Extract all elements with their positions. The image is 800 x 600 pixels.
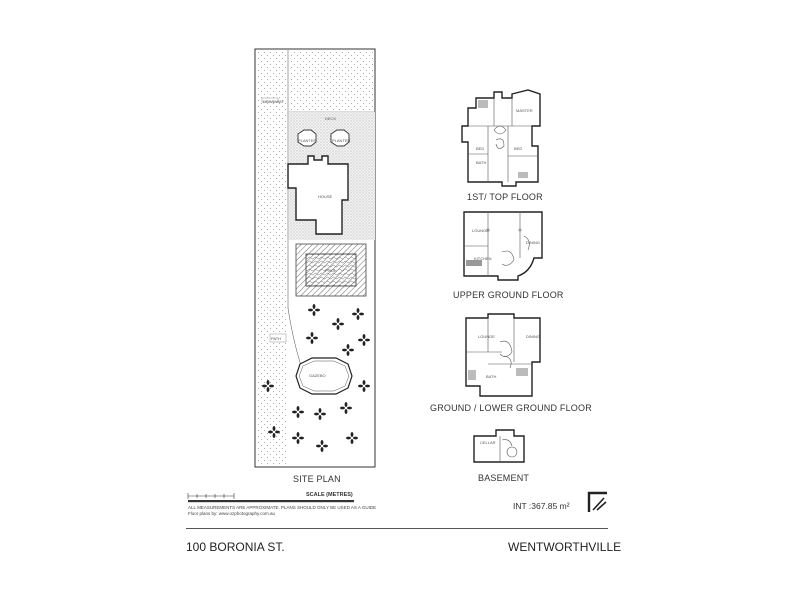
tree-icon [358,380,370,392]
ground-lower-ground-floor-caption: GROUND / LOWER GROUND FLOOR [430,403,592,413]
tree-icon [346,432,358,444]
tree-icon [306,332,318,344]
planter-label-1: PLANTER [298,138,317,143]
driveway-label: DRIVEWAY [263,99,284,104]
basement-plan [473,429,525,463]
room-dining: DINING [526,240,540,245]
room-cellar: CELLAR [480,440,496,445]
tree-icon [316,440,328,452]
site-plan-drawing [254,48,376,468]
first-top-floor-plan [461,89,541,187]
disclaimer: ALL MEASUREMENTS ARE APPROXIMATE. PLANS … [188,505,376,517]
tree-icon [292,406,304,418]
room-bath-1: BATH [476,160,487,165]
scale-bar [187,493,354,503]
tree-icon [342,344,354,356]
gazebo-label: GAZEBO [309,373,326,378]
tree-icon [332,318,344,330]
tree-icon [314,408,326,420]
deck-label: DECK [325,116,337,121]
path-label: PATH [271,336,282,341]
tree-icon [340,402,352,414]
tree-icon [352,308,364,320]
address: 100 BORONIA ST. [186,540,285,554]
tree-icon [358,334,370,346]
upper-ground-floor-caption: UPPER GROUND FLOOR [453,290,564,300]
tree-icon [268,426,280,438]
tree-icon [308,304,320,316]
room-kitchen: KITCHEN [474,256,492,261]
scale-label: SCALE (METRES) [306,492,353,498]
room-lounge-lower: LOUNGE [478,334,495,339]
suburb: WENTWORTHVILLE [508,540,622,554]
internal-area: INT :367.85 m² [513,501,570,511]
site-plan-caption: SITE PLAN [293,474,341,484]
disclaimer-line-2: Floor plans by: www.ozphotography.com.au [188,511,275,516]
room-dining-lower: DINING [526,334,540,339]
basement-caption: BASEMENT [478,473,530,483]
room-lounge: LOUNGE [472,228,489,233]
room-bath-lower: BATH [486,374,497,379]
upper-ground-floor-plan [463,211,543,281]
pool-label: POOL [325,268,337,273]
first-top-floor-caption: 1ST/ TOP FLOOR [467,192,543,202]
tree-icon [292,432,304,444]
room-bed-1: BED [476,146,485,151]
footer-divider [186,528,608,529]
north-arrow-icon [587,491,607,512]
room-master: MASTER [516,108,533,113]
room-bed-2: BED [514,146,523,151]
house-label: HOUSE [318,194,333,199]
disclaimer-line-1: ALL MEASUREMENTS ARE APPROXIMATE. PLANS … [188,505,377,510]
planter-label-2: PLANTER [332,138,351,143]
ground-lower-ground-floor-plan [465,313,541,397]
tree-icon [262,380,274,392]
